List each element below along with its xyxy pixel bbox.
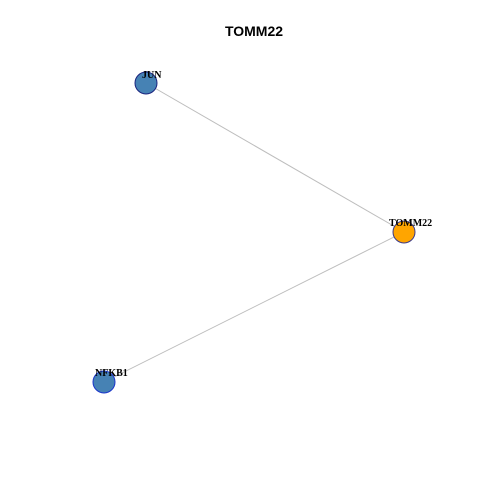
node-jun-circle	[134, 71, 158, 95]
node-jun[interactable]: JUN	[134, 70, 162, 95]
graph-title: TOMM22	[225, 23, 283, 39]
node-group: JUN TOMM22 NFKB1	[92, 70, 432, 394]
node-tomm22-circle	[392, 220, 416, 244]
node-tomm22[interactable]: TOMM22	[389, 218, 432, 244]
edge-group	[103, 82, 405, 383]
node-nfkb1-label: NFKB1	[95, 368, 128, 379]
node-tomm22-label: TOMM22	[389, 218, 432, 229]
node-jun-label: JUN	[142, 70, 162, 81]
edge-jun-tomm22	[145, 82, 405, 233]
node-nfkb1-circle	[92, 370, 116, 394]
edge-nfkb1-tomm22	[103, 231, 405, 383]
node-nfkb1[interactable]: NFKB1	[92, 368, 128, 394]
